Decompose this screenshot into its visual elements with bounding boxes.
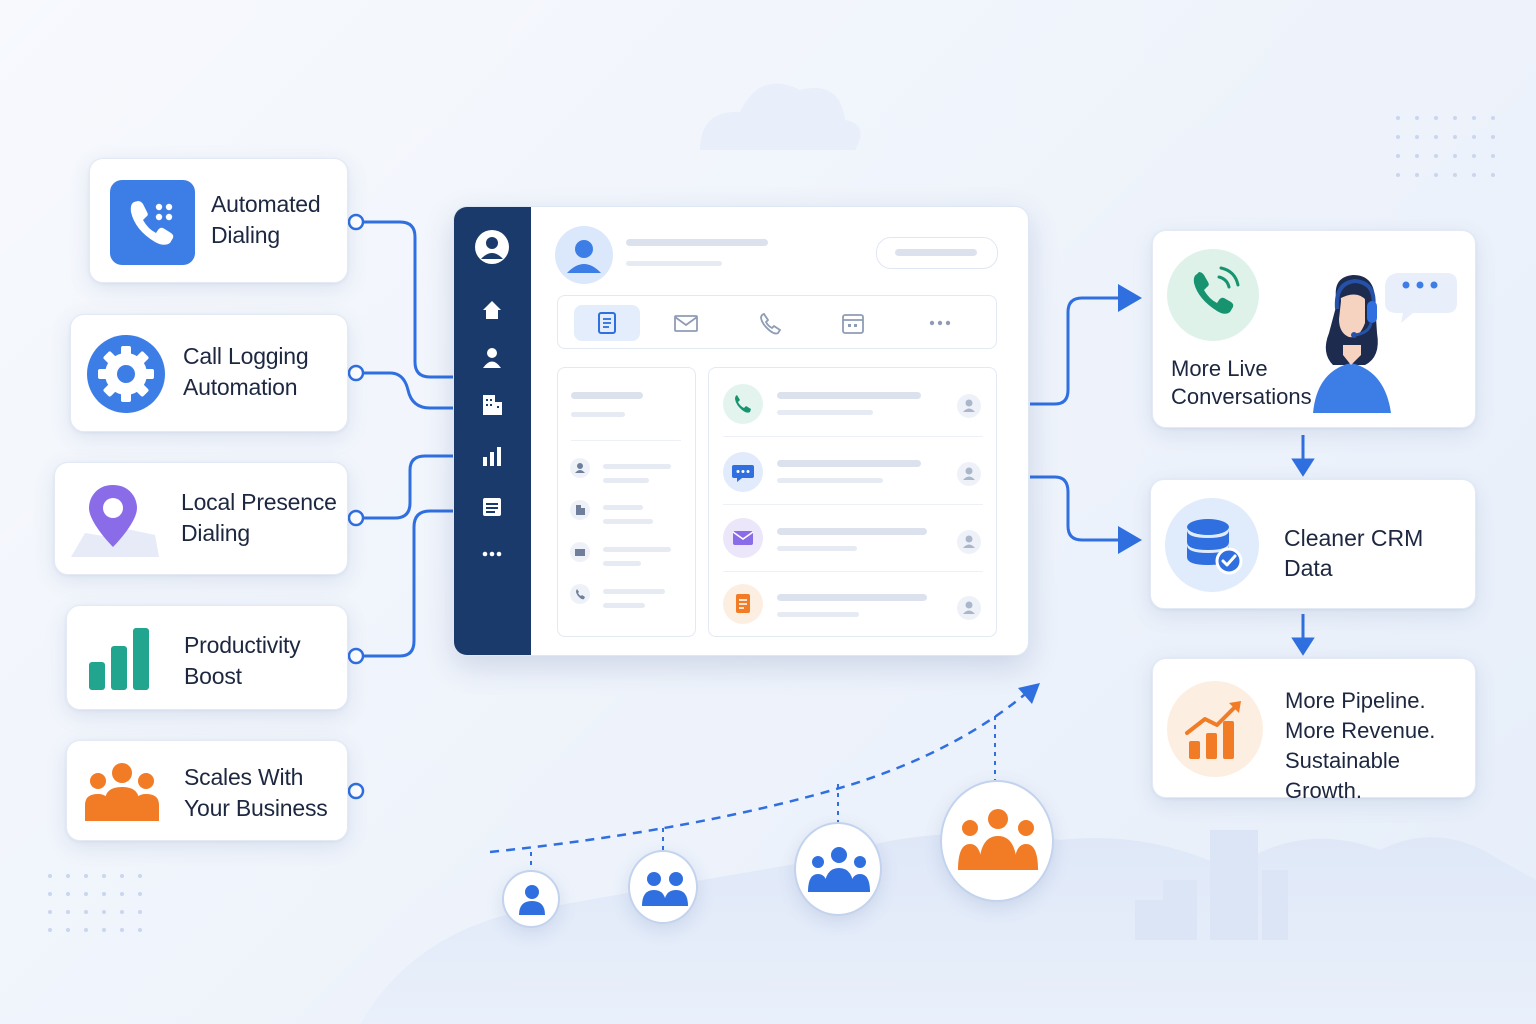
email-icon [723, 518, 763, 558]
feature-title: Call Logging Automation [183, 343, 309, 400]
email-icon [570, 542, 590, 562]
calendar-icon[interactable] [838, 308, 868, 338]
crm-details-panel [557, 367, 696, 637]
feature-title: Productivity Boost [184, 632, 301, 689]
contact-name-placeholder [626, 239, 768, 246]
person-icon [957, 462, 981, 486]
group-icon [958, 809, 1038, 870]
crm-window [453, 206, 1029, 656]
more-icon[interactable] [925, 308, 955, 338]
person-icon [957, 596, 981, 620]
outcome-title: More Pipeline. More Revenue. Sustainable… [1285, 688, 1436, 803]
feature-card-call-logging[interactable]: Call Logging Automation [70, 314, 348, 432]
growth-stage-2 [628, 850, 698, 924]
home-icon[interactable] [477, 295, 507, 325]
building-icon [570, 500, 590, 520]
person-icon [519, 885, 545, 915]
outcome-title: More Live Conversations [1171, 356, 1312, 409]
outcome-card-cleaner-crm[interactable]: Cleaner CRM Data [1150, 479, 1476, 609]
support-agent-illustration [1313, 273, 1457, 413]
trend-up-chart-icon [1167, 681, 1263, 777]
growth-stage-4 [940, 780, 1054, 902]
growth-stage-3 [794, 822, 882, 916]
feature-card-automated-dialing[interactable]: Automated Dialing [89, 158, 348, 283]
more-icon[interactable] [477, 539, 507, 569]
feature-card-productivity[interactable]: Productivity Boost [66, 605, 348, 710]
feature-title: Local Presence Dialing [181, 489, 337, 546]
phone-icon [570, 584, 590, 604]
outcome-card-live-conversations[interactable]: More Live Conversations [1152, 230, 1476, 428]
feature-card-local-presence[interactable]: Local Presence Dialing [54, 462, 348, 575]
gear-icon [87, 335, 165, 418]
feature-card-scales[interactable]: Scales With Your Business [66, 740, 348, 841]
outcome-card-pipeline[interactable]: More Pipeline. More Revenue. Sustainable… [1152, 658, 1476, 803]
phone-ringing-icon [1167, 249, 1259, 341]
bar-chart-icon[interactable] [477, 441, 507, 471]
database-check-icon [1165, 498, 1259, 592]
feature-title: Scales With Your Business [184, 764, 328, 821]
contact-sub-placeholder [626, 261, 722, 266]
group-icon [808, 847, 870, 892]
feature-title: Automated Dialing [211, 191, 321, 248]
contact-avatar-icon [555, 226, 613, 284]
person-icon [570, 458, 590, 478]
person-icon [957, 394, 981, 418]
outcome-title: Cleaner CRM Data [1284, 525, 1424, 581]
two-people-icon [642, 872, 688, 906]
crm-tabs [557, 295, 997, 349]
growth-stage-1 [502, 870, 560, 928]
notes-icon[interactable] [592, 308, 622, 338]
map-pin-icon [67, 481, 161, 566]
chat-icon [723, 452, 763, 492]
group-icon [83, 761, 161, 828]
phone-icon [723, 384, 763, 424]
bar-chart-icon [87, 624, 151, 697]
avatar-icon[interactable] [474, 229, 510, 265]
crm-sidebar [454, 207, 531, 655]
calendar-icon[interactable] [477, 491, 507, 521]
phone-icon[interactable] [755, 308, 785, 338]
building-icon[interactable] [477, 390, 507, 420]
document-icon [723, 584, 763, 624]
person-icon [957, 530, 981, 554]
header-pill[interactable] [876, 237, 998, 269]
crm-activity-panel [708, 367, 997, 637]
phone-keypad-icon [110, 180, 195, 270]
person-icon[interactable] [477, 343, 507, 373]
email-icon[interactable] [671, 308, 701, 338]
